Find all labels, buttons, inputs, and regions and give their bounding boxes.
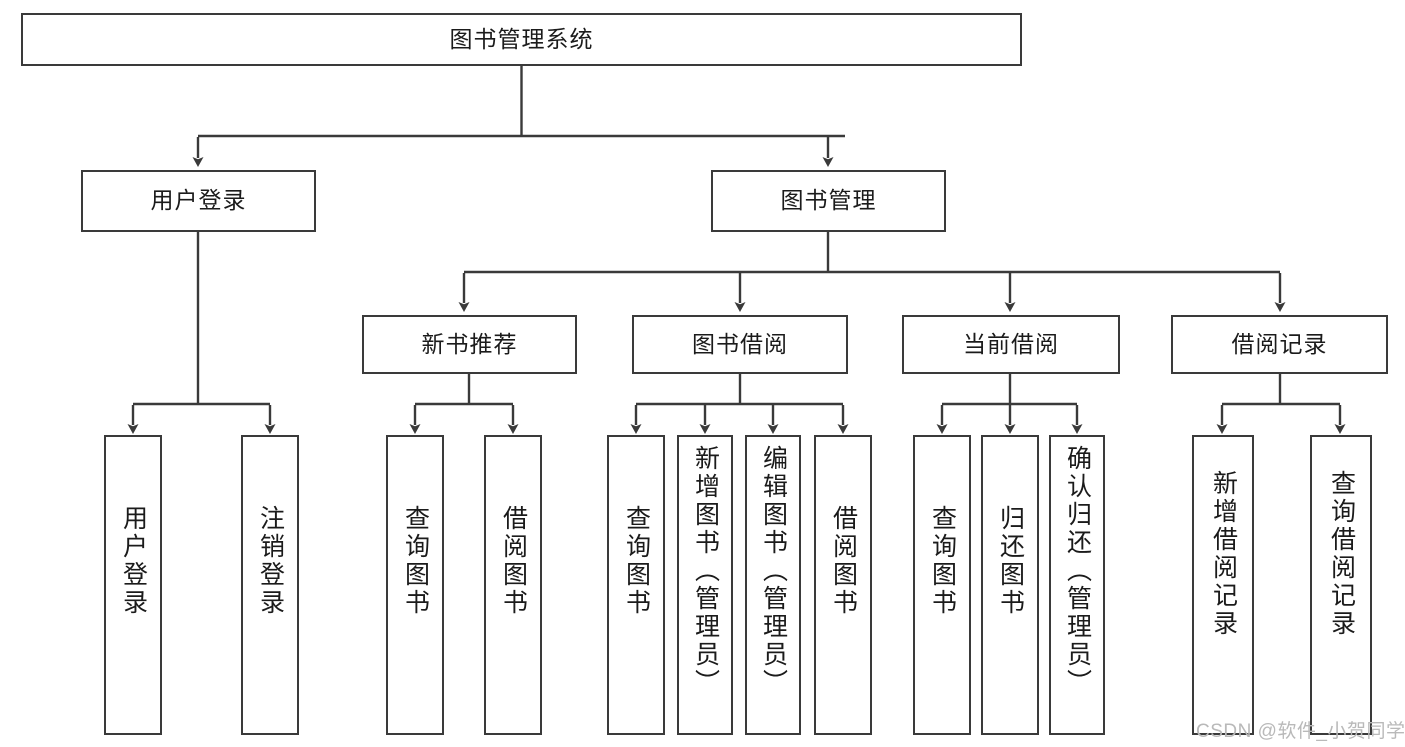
node-new-book-recommendation[interactable]: 新书推荐 bbox=[362, 315, 577, 374]
leaf-borrow-books-recommend[interactable]: 借阅图书 bbox=[484, 435, 542, 735]
node-label: 借阅记录 bbox=[1231, 330, 1328, 357]
node-label: 查询图书 bbox=[928, 505, 957, 617]
leaf-query-books-recommend[interactable]: 查询图书 bbox=[386, 435, 444, 735]
node-root-library-system[interactable]: 图书管理系统 bbox=[21, 13, 1022, 66]
leaf-confirm-return-admin[interactable]: 确认归还（管理员） bbox=[1049, 435, 1105, 735]
node-label: 图书管理系统 bbox=[449, 25, 594, 52]
node-label: 图书借阅 bbox=[692, 330, 788, 357]
node-label: 借阅图书 bbox=[829, 505, 858, 617]
node-label: 用户登录 bbox=[119, 505, 148, 617]
csdn-watermark: CSDN @软件_小贺同学 bbox=[1196, 721, 1405, 742]
node-label: 查询借阅记录 bbox=[1327, 470, 1356, 638]
node-label: 用户登录 bbox=[150, 187, 247, 214]
node-label: 当前借阅 bbox=[963, 330, 1059, 357]
leaf-query-books-borrow[interactable]: 查询图书 bbox=[607, 435, 665, 735]
node-label: 确认归还（管理员） bbox=[1063, 445, 1092, 697]
node-label: 编辑图书（管理员） bbox=[759, 445, 788, 697]
node-current-borrowing[interactable]: 当前借阅 bbox=[902, 315, 1120, 374]
leaf-borrow-books[interactable]: 借阅图书 bbox=[814, 435, 872, 735]
node-label: 图书管理 bbox=[780, 187, 877, 214]
node-label: 归还图书 bbox=[996, 505, 1025, 617]
node-label: 注销登录 bbox=[256, 505, 285, 617]
leaf-return-books[interactable]: 归还图书 bbox=[981, 435, 1039, 735]
node-label: 查询图书 bbox=[622, 505, 651, 617]
leaf-add-borrow-record[interactable]: 新增借阅记录 bbox=[1192, 435, 1254, 735]
node-label: 新增图书（管理员） bbox=[691, 445, 720, 697]
leaf-add-book-admin[interactable]: 新增图书（管理员） bbox=[677, 435, 733, 735]
leaf-user-login[interactable]: 用户登录 bbox=[104, 435, 162, 735]
node-label: 查询图书 bbox=[401, 505, 430, 617]
node-book-borrowing[interactable]: 图书借阅 bbox=[632, 315, 848, 374]
leaf-logout[interactable]: 注销登录 bbox=[241, 435, 299, 735]
node-label: 借阅图书 bbox=[499, 505, 528, 617]
leaf-edit-book-admin[interactable]: 编辑图书（管理员） bbox=[745, 435, 801, 735]
node-label: 新增借阅记录 bbox=[1209, 470, 1238, 638]
node-borrowing-records[interactable]: 借阅记录 bbox=[1171, 315, 1388, 374]
leaf-query-books-current[interactable]: 查询图书 bbox=[913, 435, 971, 735]
node-label: 新书推荐 bbox=[421, 330, 518, 357]
node-book-management[interactable]: 图书管理 bbox=[711, 170, 946, 232]
node-user-login[interactable]: 用户登录 bbox=[81, 170, 316, 232]
leaf-query-borrow-record[interactable]: 查询借阅记录 bbox=[1310, 435, 1372, 735]
